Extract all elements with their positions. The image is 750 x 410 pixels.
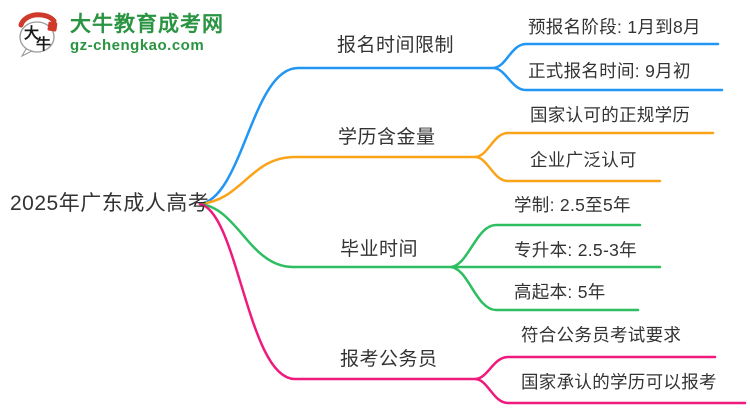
node-enterprise-recognition: 企业广泛认可 (530, 150, 637, 170)
node-pre-registration-stage: 预报名阶段: 1月到8月 (528, 17, 701, 37)
node-highschool-to-bachelor-duration: 高起本: 5年 (514, 282, 606, 302)
site-title: 大牛教育成考网 (70, 12, 224, 36)
logo-char-2: 牛 (36, 35, 51, 53)
branch-degree-value: 学历含金量 (338, 127, 436, 148)
logo-bubble-tail (20, 48, 34, 58)
branch-value-connector (198, 131, 715, 206)
branch-civil-servant-connector (198, 202, 747, 405)
node-state-recognized-degree: 国家认可的正规学历 (530, 105, 691, 125)
branch-registration-time: 报名时间限制 (337, 35, 455, 56)
node-study-duration: 学制: 2.5至5年 (514, 195, 631, 215)
node-college-to-bachelor-duration: 专升本: 2.5-3年 (514, 240, 637, 260)
branch-civil-servant: 报考公务员 (340, 349, 438, 370)
root-node: 2025年广东成人高考 (10, 192, 210, 215)
logo-bubble (19, 21, 55, 53)
node-state-recognized-can-apply: 国家承认的学历可以报考 (521, 372, 717, 392)
logo-char-1: 大 (24, 24, 39, 42)
node-meets-exam-requirements: 符合公务员考试要求 (521, 325, 682, 345)
logo-seal (47, 21, 58, 32)
daniu-speech-bubble-icon: 大 牛 (12, 9, 64, 58)
branch-graduation-connector (198, 202, 662, 312)
site-domain: gz-chengkao.com (70, 36, 205, 54)
logo-red-arc (18, 12, 57, 28)
site-logo-text: 大牛教育成考网 gz-chengkao.com (70, 13, 224, 54)
branch-registration-connector (198, 42, 724, 206)
branch-graduation-time: 毕业时间 (340, 239, 419, 260)
node-official-registration-time: 正式报名时间: 9月初 (528, 61, 691, 81)
site-logo: 大 牛 大牛教育成考网 gz-chengkao.com (12, 9, 224, 58)
